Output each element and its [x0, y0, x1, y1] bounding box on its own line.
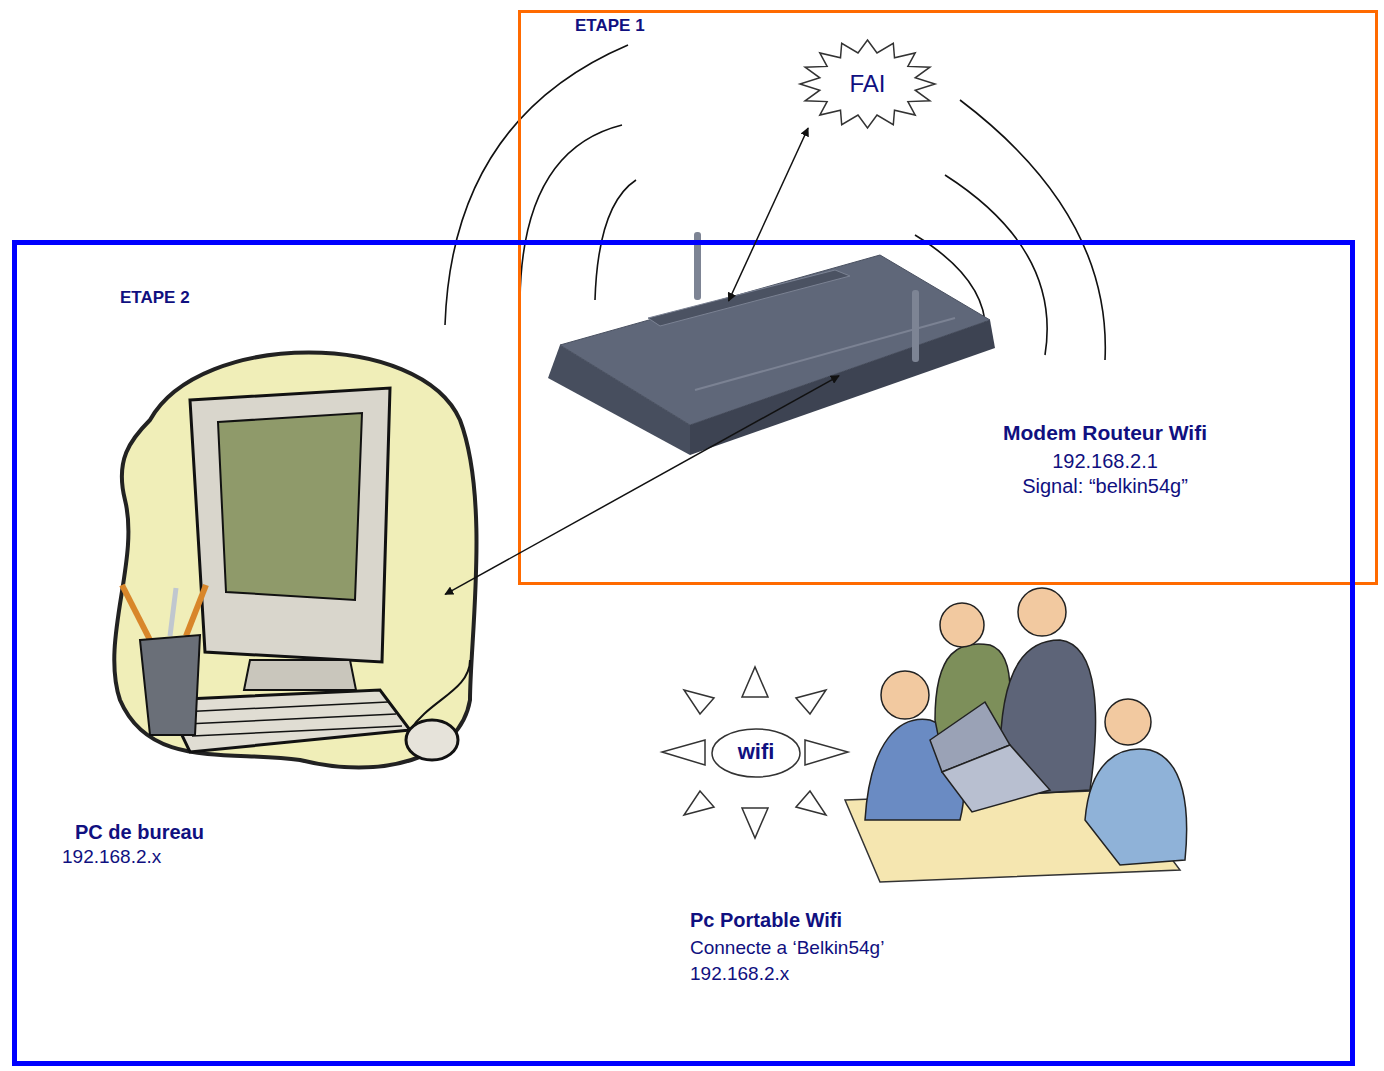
person-head — [881, 671, 929, 719]
router-illustration — [548, 232, 995, 455]
node-label: FAI — [800, 70, 935, 99]
node-label: ETAPE 2 — [120, 288, 320, 308]
wave-arc — [445, 45, 628, 325]
ray-triangle — [684, 690, 714, 714]
arrow-connector — [729, 128, 809, 301]
laptop-base — [942, 745, 1050, 812]
ray-triangle — [662, 740, 705, 765]
person-body — [1085, 749, 1187, 865]
laptop-node: Pc Portable WifiConnecte a ‘Belkin54g’19… — [840, 575, 1200, 885]
ray-triangle — [742, 808, 768, 838]
node-sublabel: 192.168.2.x — [62, 846, 362, 869]
node-sublabel: 192.168.2.1 — [985, 449, 1225, 473]
monitor — [190, 388, 390, 662]
node-label: ETAPE 1 — [575, 16, 775, 36]
pencil-cup — [140, 635, 200, 735]
keyboard — [165, 690, 410, 752]
wave-arc — [520, 125, 622, 300]
router-antenna — [912, 290, 919, 362]
key-row — [186, 714, 396, 724]
isp-starburst: FAI — [800, 40, 935, 128]
ray-triangle — [805, 740, 848, 765]
person-head — [1018, 588, 1066, 636]
arrow-connector — [445, 376, 839, 595]
node-label: Pc Portable Wifi — [690, 908, 1050, 932]
star-shape — [800, 40, 935, 128]
ray-triangle — [796, 690, 826, 714]
desktop-pc-illustration — [114, 353, 476, 768]
pencil — [170, 588, 176, 636]
key-row — [192, 726, 402, 736]
ray-triangle — [742, 667, 768, 697]
clipart-blob — [114, 353, 476, 768]
router-front — [548, 345, 690, 455]
pencil — [122, 585, 150, 640]
person-head — [940, 603, 984, 647]
wifi-rays — [662, 667, 848, 838]
node-label: wifi — [710, 739, 802, 765]
mouse — [406, 720, 458, 760]
monitor-screen — [218, 413, 362, 600]
ray-triangle — [796, 791, 826, 815]
node-label: PC de bureau — [75, 820, 375, 844]
wifi-ellipse: wifi — [710, 727, 802, 779]
person-head — [1105, 699, 1151, 745]
node-sublabel: 192.168.2.x — [690, 963, 1050, 986]
pencil — [186, 585, 206, 636]
node-sublabel: Connecte a ‘Belkin54g’ — [690, 937, 1050, 960]
node-sublabel: Signal: “belkin54g” — [985, 474, 1225, 498]
router-slot — [648, 270, 850, 326]
router-side — [690, 320, 995, 455]
keyboard-keys — [180, 702, 402, 736]
step-box: ETAPE 2PC de bureau192.168.2.xwifiPc Por… — [12, 240, 1355, 1066]
node-label: Modem Routeur Wifi — [985, 420, 1225, 445]
key-row — [180, 702, 388, 712]
ray-triangle — [684, 791, 714, 815]
desktop-pc-node: PC de bureau192.168.2.x — [60, 340, 480, 870]
monitor-stand — [244, 660, 356, 690]
meeting-illustration — [845, 588, 1187, 882]
router-node: Modem Routeur Wifi192.168.2.1Signal: “be… — [540, 235, 1000, 455]
step-box: ETAPE 1FAIModem Routeur Wifi192.168.2.1S… — [518, 10, 1378, 585]
